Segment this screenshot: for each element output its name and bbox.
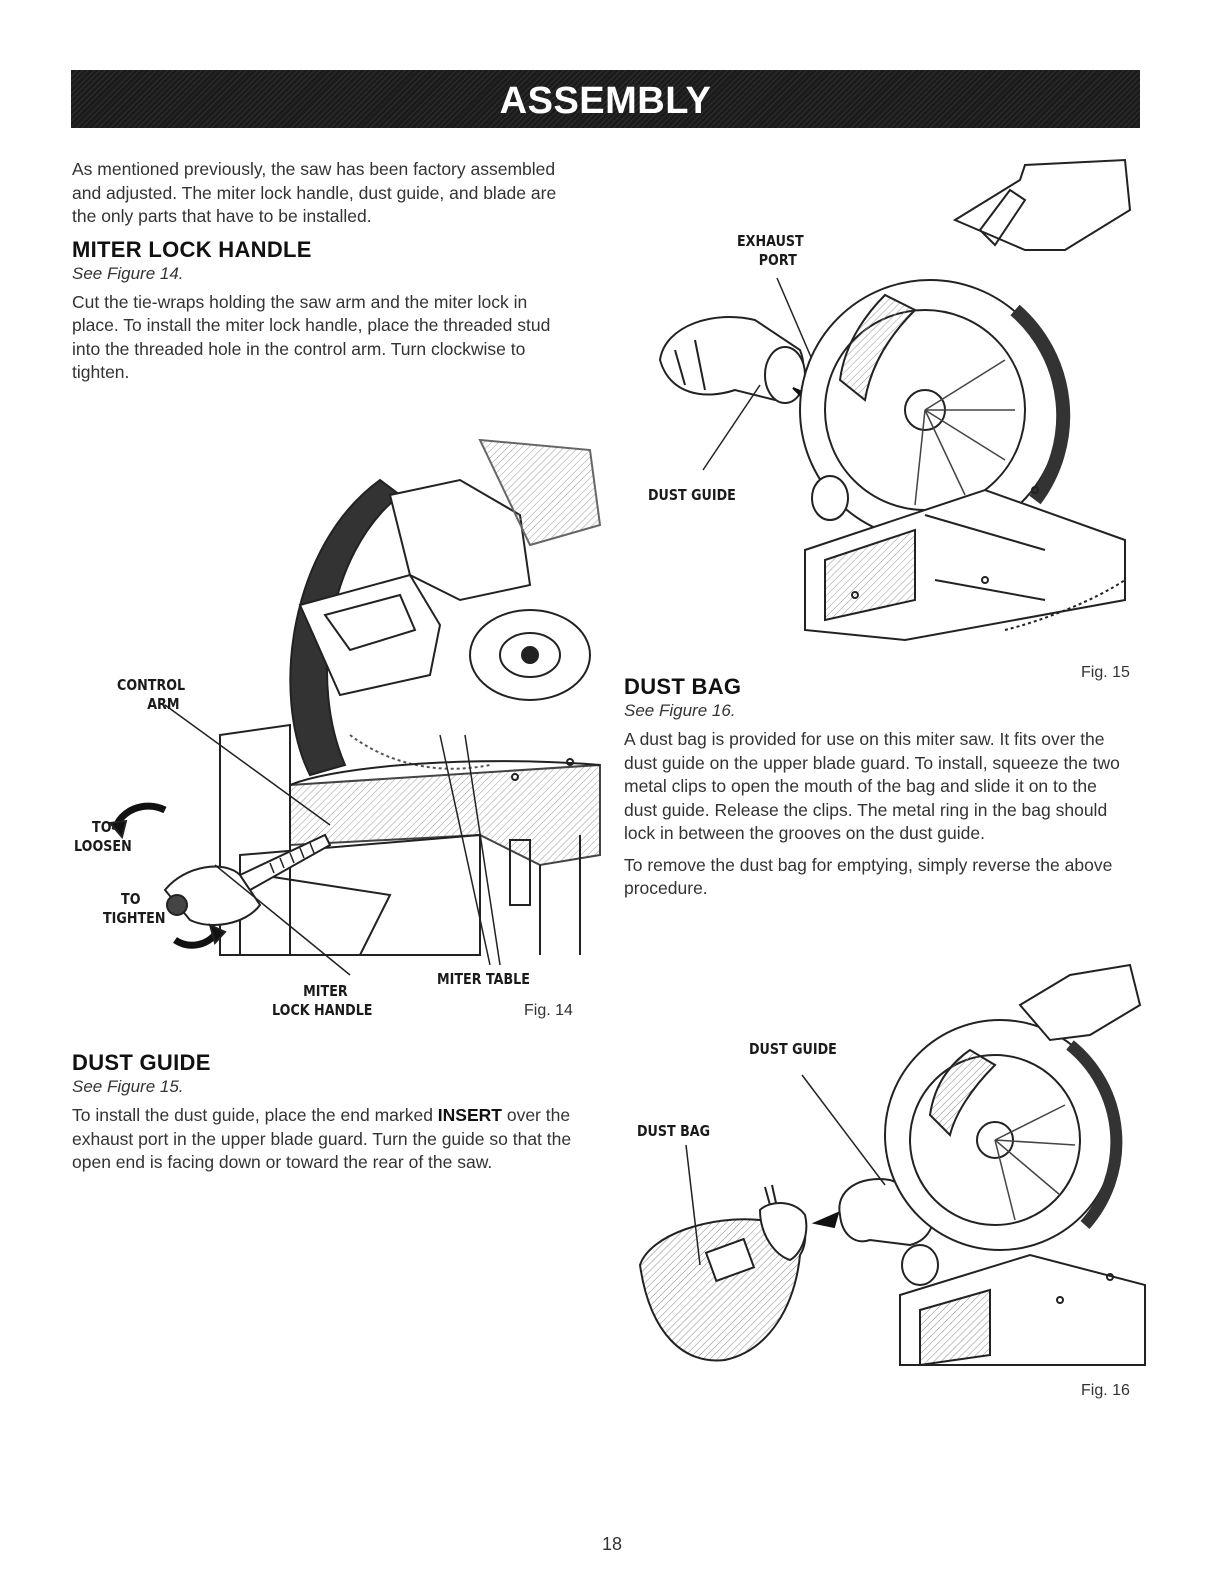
label-to-loosen: TO LOOSEN	[74, 818, 132, 855]
miter-lock-paragraph: Cut the tie-wraps holding the saw arm an…	[72, 291, 551, 383]
dust-bag-heading: DUST BAG	[624, 674, 742, 699]
section-banner: ASSEMBLY	[71, 70, 1140, 128]
dust-bag-paragraph-2: To remove the dust bag for emptying, sim…	[624, 854, 1113, 899]
label-miter-lock-handle: MITER LOCK HANDLE	[272, 982, 373, 1019]
fig15-caption: Fig. 15	[1081, 664, 1130, 681]
dust-bag-section: DUST BAG See Figure 16. A dust bag is pr…	[624, 674, 1134, 909]
dust-guide-heading: DUST GUIDE	[72, 1050, 211, 1075]
fig16-illustration	[638, 963, 1146, 1367]
label-control-arm: CONTROL ARM	[117, 676, 186, 713]
label-dust-guide-fig16: DUST GUIDE	[749, 1040, 837, 1058]
miter-lock-heading: MITER LOCK HANDLE	[72, 236, 312, 262]
label-to-tighten: TO TIGHTEN	[103, 890, 166, 927]
fig14-illustration	[108, 438, 602, 976]
label-dust-guide-fig15: DUST GUIDE	[648, 486, 736, 504]
page-number: 18	[601, 1534, 623, 1554]
fig16-caption: Fig. 16	[1081, 1382, 1130, 1399]
intro-paragraph: As mentioned previously, the saw has bee…	[72, 159, 557, 226]
dust-guide-paragraph: To install the dust guide, place the end…	[72, 1105, 572, 1172]
section-title: ASSEMBLY	[499, 80, 712, 122]
label-miter-table: MITER TABLE	[437, 970, 530, 988]
dust-guide-figure-ref: See Figure 15.	[72, 1077, 184, 1096]
dust-guide-section: DUST GUIDE See Figure 15. To install the…	[72, 1050, 572, 1183]
label-dust-bag: DUST BAG	[637, 1122, 711, 1140]
fig15-illustration	[658, 158, 1132, 642]
dust-bag-figure-ref: See Figure 16.	[624, 701, 736, 720]
left-column-top: As mentioned previously, the saw has bee…	[72, 158, 572, 393]
fig14-caption: Fig. 14	[524, 1002, 573, 1019]
miter-lock-figure-ref: See Figure 14.	[72, 263, 184, 283]
dust-bag-paragraph-1: A dust bag is provided for use on this m…	[624, 729, 1120, 843]
label-exhaust-port: EXHAUST PORT	[737, 232, 804, 269]
